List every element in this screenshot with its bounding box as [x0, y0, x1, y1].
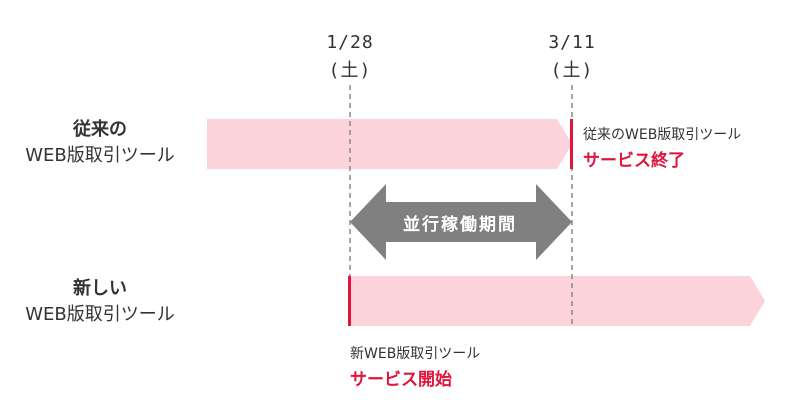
new-tool-subtitle: WEB版取引ツール	[25, 304, 175, 325]
new-tool-bar	[350, 276, 765, 326]
end-weekday: (土)	[550, 60, 594, 81]
new-tool-title: 新しい	[73, 278, 127, 299]
old-tool-title: 従来の	[73, 119, 127, 140]
start-weekday: (土)	[328, 60, 372, 81]
old-tool-end-note: 従来のWEB版取引ツール	[583, 127, 742, 143]
old-tool-label: 従来の WEB版取引ツール	[0, 117, 200, 169]
start-date: 1/28	[326, 32, 374, 53]
old-tool-bar	[207, 119, 572, 169]
old-tool-service-end: サービス終了	[583, 151, 685, 171]
new-tool-start-marker	[348, 276, 351, 326]
new-tool-service-start: サービス開始	[350, 370, 452, 390]
overlap-period-arrow	[350, 184, 572, 260]
old-tool-end-marker	[570, 119, 573, 169]
old-tool-subtitle: WEB版取引ツール	[25, 145, 175, 166]
new-tool-start-note: 新WEB版取引ツール	[350, 346, 481, 362]
end-date: 3/11	[548, 32, 596, 53]
overlap-period-label: 並行稼働期間	[403, 215, 517, 235]
new-tool-label: 新しい WEB版取引ツール	[0, 276, 200, 328]
